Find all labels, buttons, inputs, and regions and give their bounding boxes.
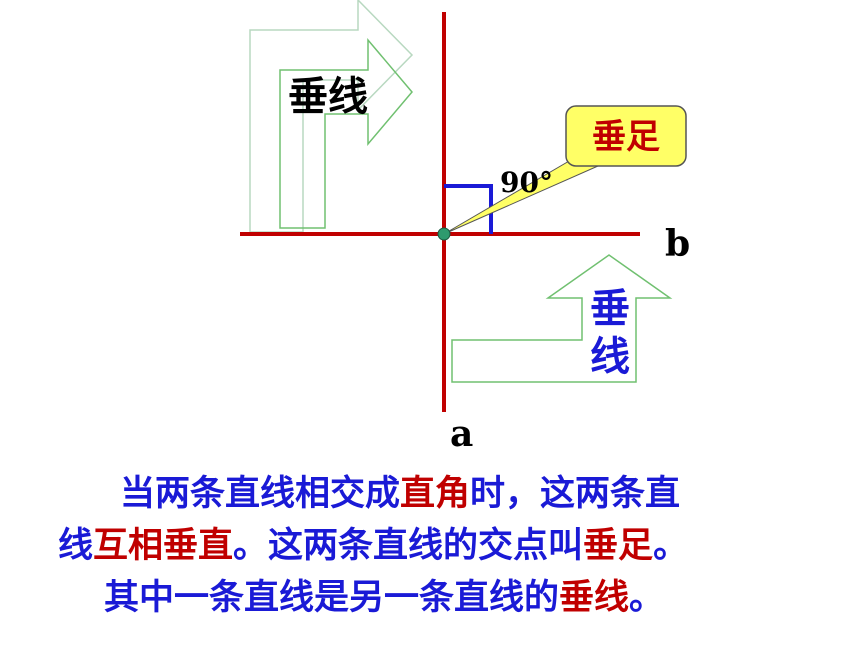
line2-highlight-foot: 垂足 [583, 526, 654, 566]
line1-text-c: 时，这两条直 [470, 474, 681, 514]
definition-line-3: 其中一条直线是另一条直线的垂线。 [104, 576, 664, 620]
label-b: b [665, 223, 690, 265]
line3-highlight-perpendicular: 垂线 [559, 578, 630, 618]
right-arrow-char-2: 线 [590, 334, 630, 380]
foot-callout-label: 垂足 [592, 117, 660, 157]
perpendicular-lines-diagram: 垂线 垂 线 垂足 90° b a [240, 0, 690, 455]
foot-callout-box [565, 105, 687, 167]
line2-text-a: 线 [58, 526, 94, 566]
angle-label: 90° [500, 166, 553, 199]
definition-line-1: 当两条直线相交成直角时，这两条直 [120, 472, 680, 516]
line2-text-c: 。这两条直线的交点叫 [233, 526, 584, 566]
line3-text-a: 其中一条直线是另一条直线的 [104, 578, 560, 618]
line2-text-e: 。 [653, 526, 689, 566]
right-angle-marker [444, 184, 493, 234]
line2-highlight-mutually-perpendicular: 互相垂直 [93, 526, 234, 566]
left-arrow-label: 垂线 [288, 74, 368, 120]
line3-text-c: 。 [629, 578, 665, 618]
definition-line-2: 线互相垂直。这两条直线的交点叫垂足。 [58, 524, 688, 568]
left-arrow-shape [279, 37, 413, 229]
intersection-point [437, 227, 451, 241]
right-arrow-char-1: 垂 [590, 286, 630, 332]
line1-highlight-right-angle: 直角 [400, 474, 471, 514]
label-a: a [450, 413, 473, 455]
right-arrow-shape [451, 254, 673, 383]
line1-text-a: 当两条直线相交成 [120, 474, 401, 514]
left-arrow-shadow [249, 0, 414, 233]
